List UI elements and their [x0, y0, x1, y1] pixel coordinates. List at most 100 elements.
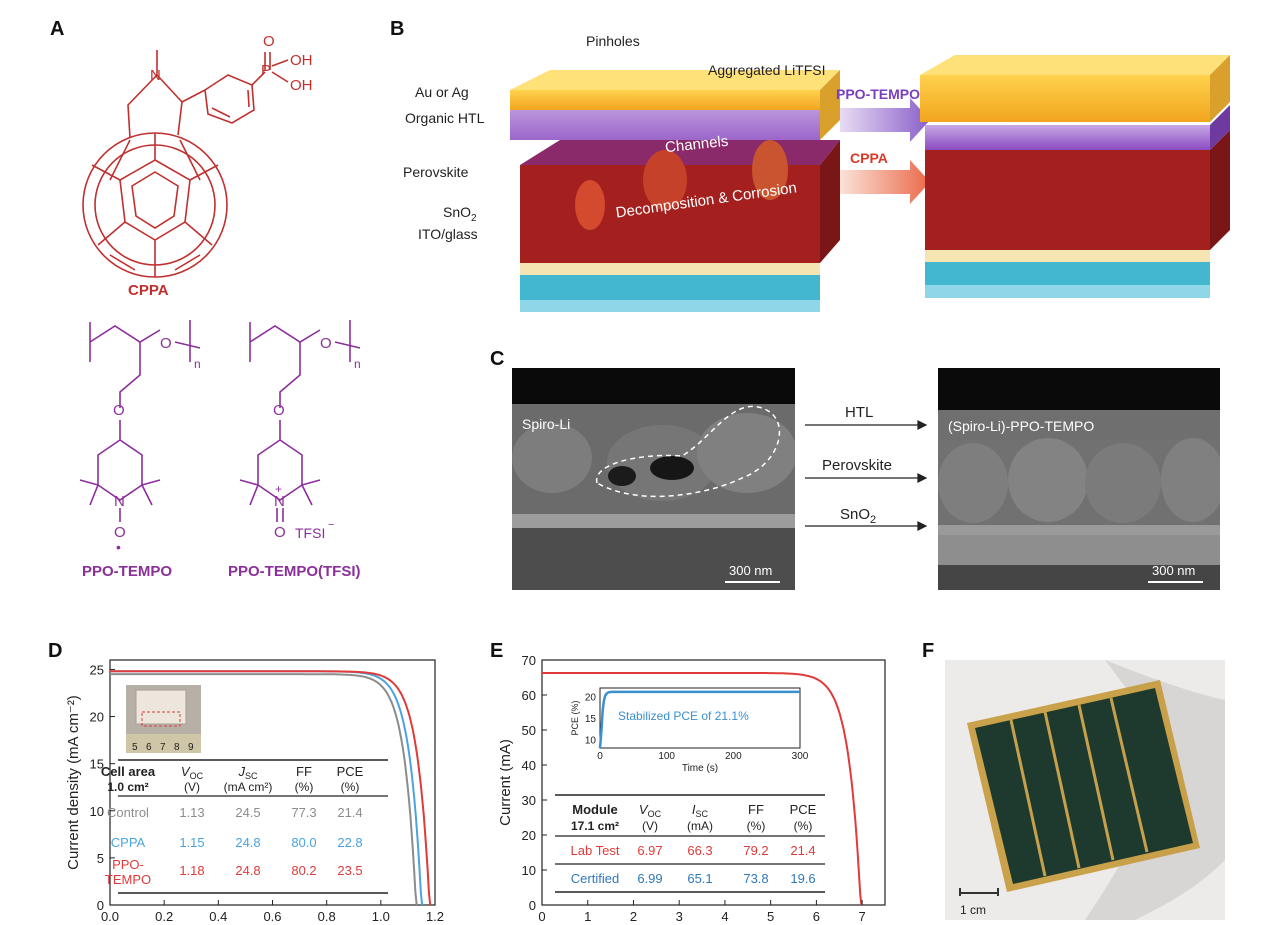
cppa-label: CPPA	[128, 282, 169, 299]
atom-n-ppo2: N	[274, 493, 285, 510]
ppo-tempo-label: PPO-TEMPO	[82, 563, 173, 580]
label-au-or-ag: Au or Ag	[415, 84, 469, 100]
device-degraded	[510, 70, 840, 312]
chart-e-table-cell: 6.99	[637, 871, 662, 886]
cppa-structure	[82, 50, 289, 278]
ppo-tempo-structure	[79, 320, 201, 522]
chart-d-table-cell: 1.13	[179, 805, 204, 820]
atom-p-cppa: P	[261, 62, 271, 79]
chart-d-ytick-label: 25	[90, 662, 104, 677]
sem-label-right: (Spiro-Li)-PPO-TEMPO	[948, 418, 1095, 434]
chart-d-series-ppo-tempo	[110, 670, 432, 906]
chart-e-ylabel: Current (mA)	[500, 739, 514, 826]
chart-e-inset-frame	[599, 687, 801, 749]
chart-d-ruler-label: 9	[188, 742, 194, 753]
chart-d-table-cell: 1.18	[179, 863, 204, 878]
arrow-label-ppo-tempo: PPO-TEMPO	[836, 86, 921, 102]
chart-e-table-header: PCE	[790, 802, 817, 817]
chart-e-table-header: VOC	[639, 802, 662, 819]
scale-bar-left	[725, 581, 780, 583]
chart-d-table-cell: 23.5	[337, 863, 362, 878]
module-photo	[945, 660, 1225, 920]
atom-o-ppo2-ether: O	[273, 402, 285, 419]
chart-e-xtick-label: 0	[538, 909, 545, 924]
chart-d-table-cell: 80.2	[291, 863, 316, 878]
chart-d-table-header-unit: (%)	[295, 780, 314, 794]
chart-e-xtick-label: 1	[584, 909, 591, 924]
label-perovskite-b: Perovskite	[403, 164, 469, 180]
layer-label-sno2: SnO2	[840, 506, 877, 526]
chart-d-table-header-unit: (mA cm²)	[224, 780, 273, 794]
chart-e-table-header: Module	[572, 802, 618, 817]
chart-e-table-header-unit: (%)	[794, 819, 813, 833]
ppo-tempo-tfsi-label: PPO-TEMPO(TFSI)	[228, 563, 361, 580]
chart-d-table-header: JSC	[237, 764, 258, 781]
chart-d-inset-photo	[126, 685, 201, 753]
label-pinholes: Pinholes	[586, 33, 640, 49]
chart-d-table-header: FF	[296, 764, 312, 779]
chart-d-ytick-label: 20	[90, 710, 104, 725]
chart-e-ytick-label: 0	[529, 898, 536, 913]
atom-n-cppa: N	[150, 67, 161, 84]
radical-dot: •	[116, 539, 121, 555]
chart-d-ruler-label: 5	[132, 742, 138, 753]
chart-e-ytick-label: 20	[522, 828, 536, 843]
plus-charge: +	[275, 482, 282, 496]
device-schematic	[510, 55, 1230, 312]
chart-e-xtick-label: 2	[630, 909, 637, 924]
chart-e-ytick-label: 30	[522, 793, 536, 808]
atom-n-ppo1: N	[114, 493, 125, 510]
chart-e-inset-xtick-label: 0	[597, 751, 603, 762]
tfsi-charge: −	[328, 519, 334, 531]
chart-e-ytick-label: 40	[522, 758, 536, 773]
chart-d-table-cell: 80.0	[291, 835, 316, 850]
atom-o-ppo2-nitroxide: O	[274, 524, 286, 541]
chart-e-ytick-label: 50	[522, 723, 536, 738]
chart-d-table-header-unit: (V)	[184, 780, 200, 794]
chart-d-table-row-label: CPPA	[111, 835, 146, 850]
chart-e-table-cell: 19.6	[790, 871, 815, 886]
chart-e-inset-ytick-label: 15	[585, 714, 597, 725]
panel-letter-f: F	[922, 640, 935, 662]
chart-d-ytick-label: 10	[90, 804, 104, 819]
scale-label-right: 300 nm	[1152, 563, 1196, 578]
subscript-n-1: n	[194, 357, 201, 371]
chart-d-table-row-label: TEMPO	[105, 872, 151, 887]
chart-d-table-row-label: PPO-	[112, 857, 144, 872]
layer-arrows	[805, 420, 928, 531]
chart-e-inset-series	[598, 690, 800, 749]
photo-scale-label: 1 cm	[960, 903, 987, 917]
chart-e-table-header: FF	[748, 802, 764, 817]
chart-d-ruler-label: 6	[146, 742, 152, 753]
atom-o-cppa: O	[263, 33, 275, 50]
chart-d-ruler-label: 7	[160, 742, 166, 753]
chart-e-inset-ytick-label: 10	[585, 735, 597, 746]
panel-letter-a: A	[50, 18, 65, 40]
chart-d-xtick-label: 1.0	[372, 909, 390, 924]
chart-e-table-row-label: Lab Test	[571, 843, 620, 858]
chart-d-table-cell: 21.4	[337, 805, 362, 820]
chart-d-table-cell: 24.8	[235, 835, 260, 850]
atom-o-ppo1-nitroxide: O	[114, 524, 126, 541]
chart-e-inset-xtick-label: 200	[725, 751, 742, 762]
scale-bar-right	[1148, 581, 1203, 583]
chart-d-table-cell: 22.8	[337, 835, 362, 850]
chart-d-ruler-label: 8	[174, 742, 180, 753]
arrow-label-cppa: CPPA	[850, 150, 888, 166]
chart-e-table-cell: 21.4	[790, 843, 815, 858]
chart-d-table-header: Cell area	[101, 764, 156, 779]
panel-letter-b: B	[390, 18, 405, 40]
atom-o-ppo1-ether: O	[113, 402, 125, 419]
chart-e-table-cell: 73.8	[743, 871, 768, 886]
chart-d-xtick-label: 0.6	[263, 909, 281, 924]
chemical-structures: N O P OH OH O n O N O • O n O N + O TFSI…	[79, 33, 361, 555]
chart-e-inset-xlabel: Time (s)	[682, 763, 718, 774]
ppo-tempo-tfsi-structure	[239, 320, 361, 522]
chart-e-inset-xtick-label: 100	[658, 751, 675, 762]
oh-top: OH	[290, 52, 313, 69]
chart-e-table-cell: 66.3	[687, 843, 712, 858]
chart-d-table-header: PCE	[337, 764, 364, 779]
chart-e-frame	[541, 659, 886, 906]
atom-o-ppo2: O	[320, 335, 332, 352]
